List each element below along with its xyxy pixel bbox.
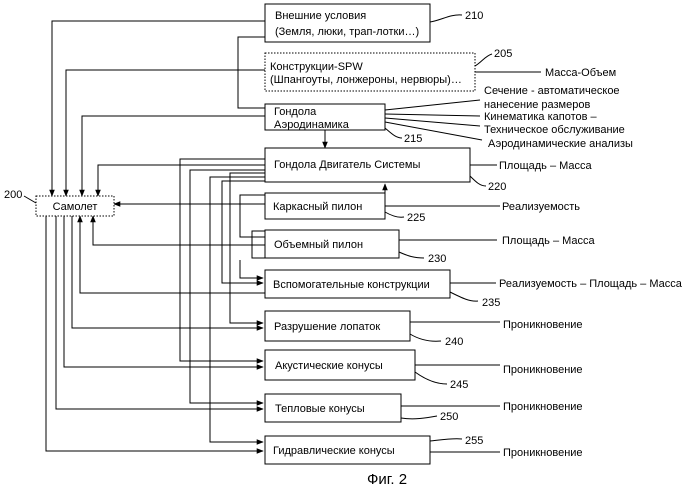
node-line: Акустические конусы xyxy=(275,360,383,372)
node-ref: 230 xyxy=(428,253,446,265)
node-output: Проникновение xyxy=(503,447,583,459)
node-external-conditions: Внешние условия (Земля, люки, трап-лотки… xyxy=(265,4,483,42)
node-line: Каркасный пилон xyxy=(273,201,362,213)
node-hydraulic-cones: Гидравлические конусы 255 Проникновение xyxy=(265,435,583,464)
node-line: Конструкции-SPW xyxy=(270,61,363,73)
node-ref: 215 xyxy=(404,133,422,145)
node-thermal-cones: Тепловые конусы 250 Проникновение xyxy=(265,394,583,423)
node-ref: 250 xyxy=(440,411,458,423)
node-output: Проникновение xyxy=(503,364,583,376)
node-line: (Шпангоуты, лонжероны, нервюры)… xyxy=(270,74,462,86)
node-line: Аэродинамика xyxy=(274,119,350,131)
node-line: Разрушение лопаток xyxy=(274,321,380,333)
node-ref: 245 xyxy=(450,379,468,391)
node-line: (Земля, люки, трап-лотки…) xyxy=(275,26,419,38)
node-ref: 240 xyxy=(445,336,463,348)
node-auxiliary-structures: Вспомогательные конструкции 235 Реализуе… xyxy=(265,270,683,309)
node-output: Масса-Объем xyxy=(545,67,616,79)
node-nacelle-engine-systems: Гондола Двигатель Системы 220 Площадь – … xyxy=(265,148,593,193)
node-ref: 235 xyxy=(482,297,500,309)
node-output: Площадь – Масса xyxy=(502,235,596,247)
node-blade-failure: Разрушение лопаток 240 Проникновение xyxy=(265,311,583,348)
node-nacelle-aero: Гондола Аэродинамика 215 Сечение - автом… xyxy=(265,85,633,150)
node-ref: 210 xyxy=(465,10,483,22)
node-ref: 255 xyxy=(465,435,483,447)
node-line: Гондола Двигатель Системы xyxy=(274,159,420,171)
node-line: Объемный пилон xyxy=(274,239,363,251)
node-ref: 205 xyxy=(494,48,512,60)
node-output: Реализуемость xyxy=(502,201,580,213)
node-output: Площадь – Масса xyxy=(499,160,593,172)
aircraft-ref: 200 xyxy=(4,189,22,201)
node-output: нанесение размеров xyxy=(484,99,590,111)
node-output: Техническое обслуживание xyxy=(484,124,625,136)
node-output: Проникновение xyxy=(503,319,583,331)
node-line: Вспомогательные конструкции xyxy=(273,279,430,291)
node-output: Проникновение xyxy=(503,401,583,413)
node-volume-pylon: Объемный пилон 230 Площадь – Масса xyxy=(265,230,596,265)
node-ref: 225 xyxy=(407,212,425,224)
node-output: Реализуемость – Площадь – Масса xyxy=(499,278,683,290)
node-output: Кинематика капотов – xyxy=(484,111,598,123)
node-ref: 220 xyxy=(488,181,506,193)
node-output: Сечение - автоматическое xyxy=(484,85,620,97)
node-line: Гидравлические конусы xyxy=(273,445,395,457)
node-line: Тепловые конусы xyxy=(275,403,365,415)
figure-caption: Фиг. 2 xyxy=(367,471,407,488)
node-acoustic-cones: Акустические конусы 245 Проникновение xyxy=(265,350,583,391)
node-line: Гондола xyxy=(274,106,317,118)
node-line: Внешние условия xyxy=(275,10,366,22)
aircraft-label: Самолет xyxy=(53,201,98,213)
node-output: Аэродинамические анализы xyxy=(488,138,633,150)
node-frame-pylon: Каркасный пилон 225 Реализуемость xyxy=(265,193,580,224)
